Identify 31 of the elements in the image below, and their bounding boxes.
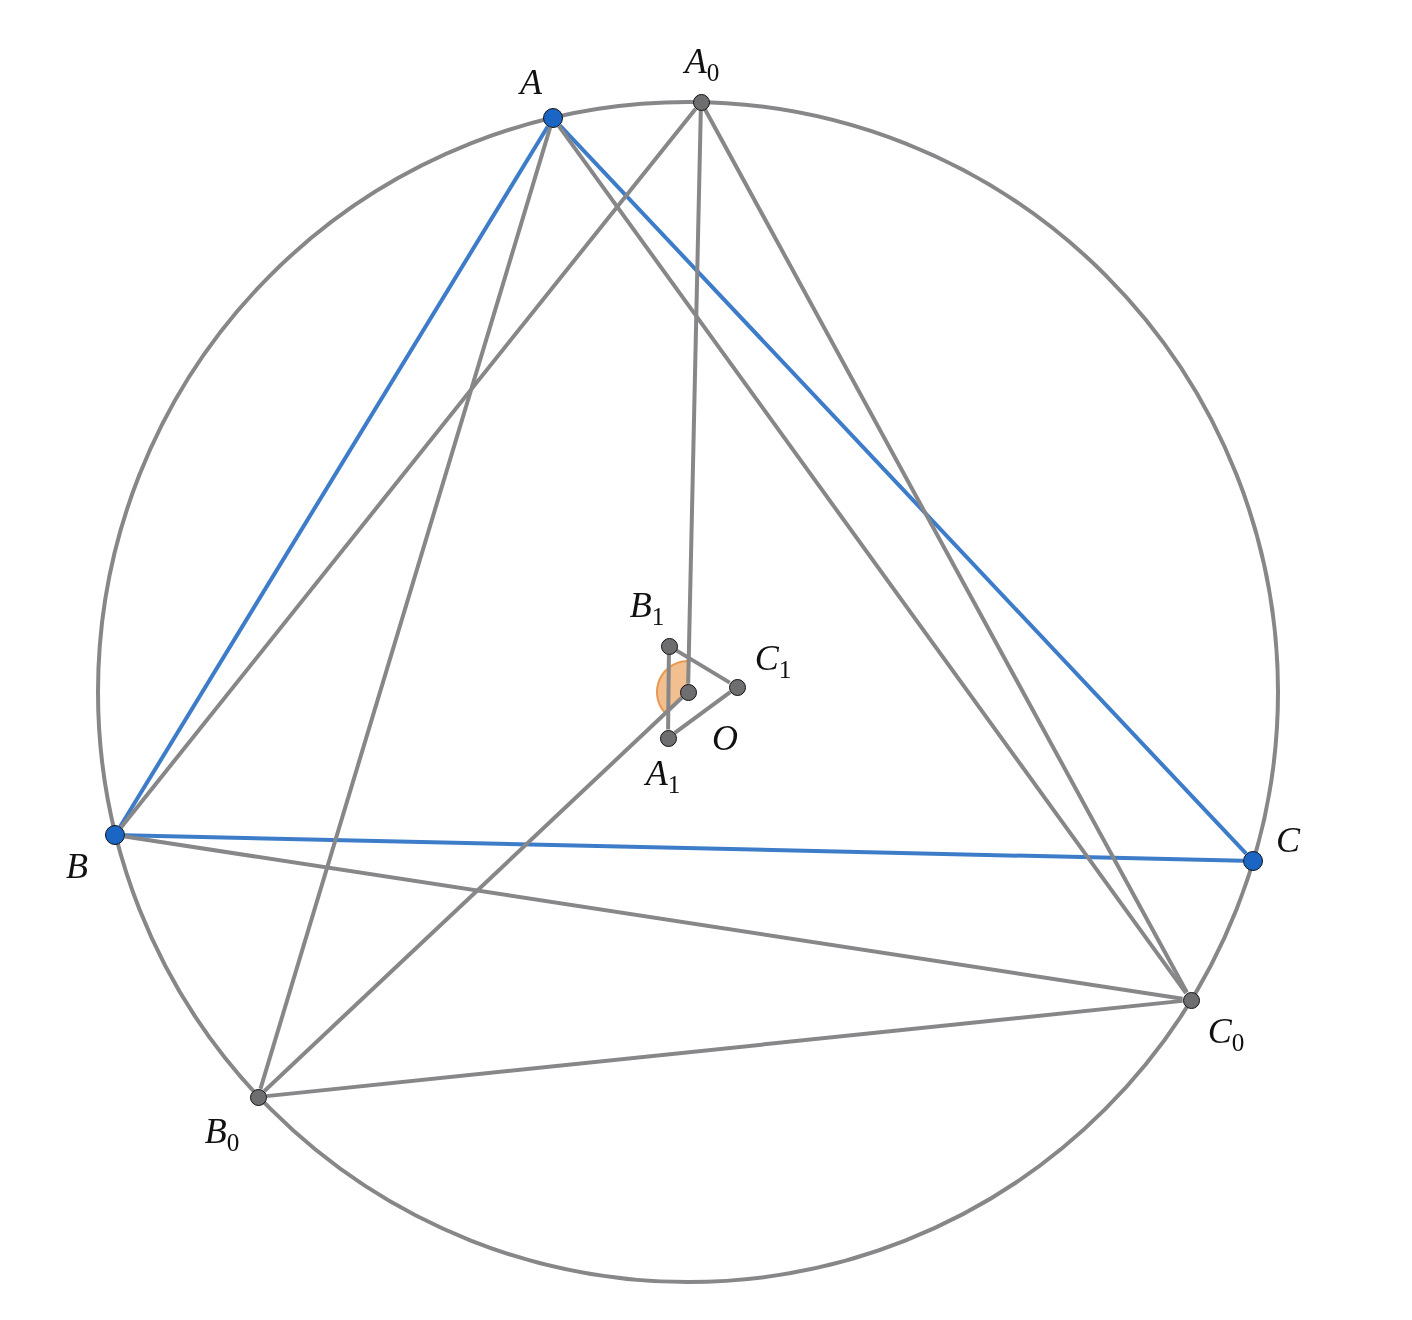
line-segment (673, 690, 732, 735)
point (543, 108, 563, 128)
line-segment (258, 127, 553, 1090)
line-segment (666, 654, 671, 730)
point-label: C$_{1}$ (754, 639, 792, 683)
point-label: A$_{1}$ (645, 754, 681, 798)
line-segment (686, 110, 703, 684)
point (105, 825, 125, 845)
point-label: B$_{1}$ (629, 586, 665, 630)
line-segment (124, 833, 1244, 863)
line-segment (266, 998, 1183, 1099)
point-label: C (1276, 822, 1300, 858)
point (692, 93, 710, 111)
point (660, 637, 678, 655)
line-segment (118, 125, 550, 828)
point-label: A (520, 64, 542, 100)
line-segment (675, 648, 731, 685)
point-label: O (712, 720, 738, 756)
line-segment (703, 108, 1189, 994)
line-segment (119, 107, 698, 829)
point-label: A$_{0}$ (684, 42, 720, 86)
point-label: B (66, 848, 88, 884)
line-segment (124, 834, 1183, 1001)
point (1243, 851, 1263, 871)
point (728, 678, 746, 696)
point (659, 729, 677, 747)
point-label: B$_{0}$ (204, 1112, 240, 1156)
point-label: C$_{0}$ (1207, 1012, 1245, 1056)
line-segment (262, 696, 684, 1093)
line-segment (557, 124, 1188, 995)
line-segment (558, 123, 1248, 856)
